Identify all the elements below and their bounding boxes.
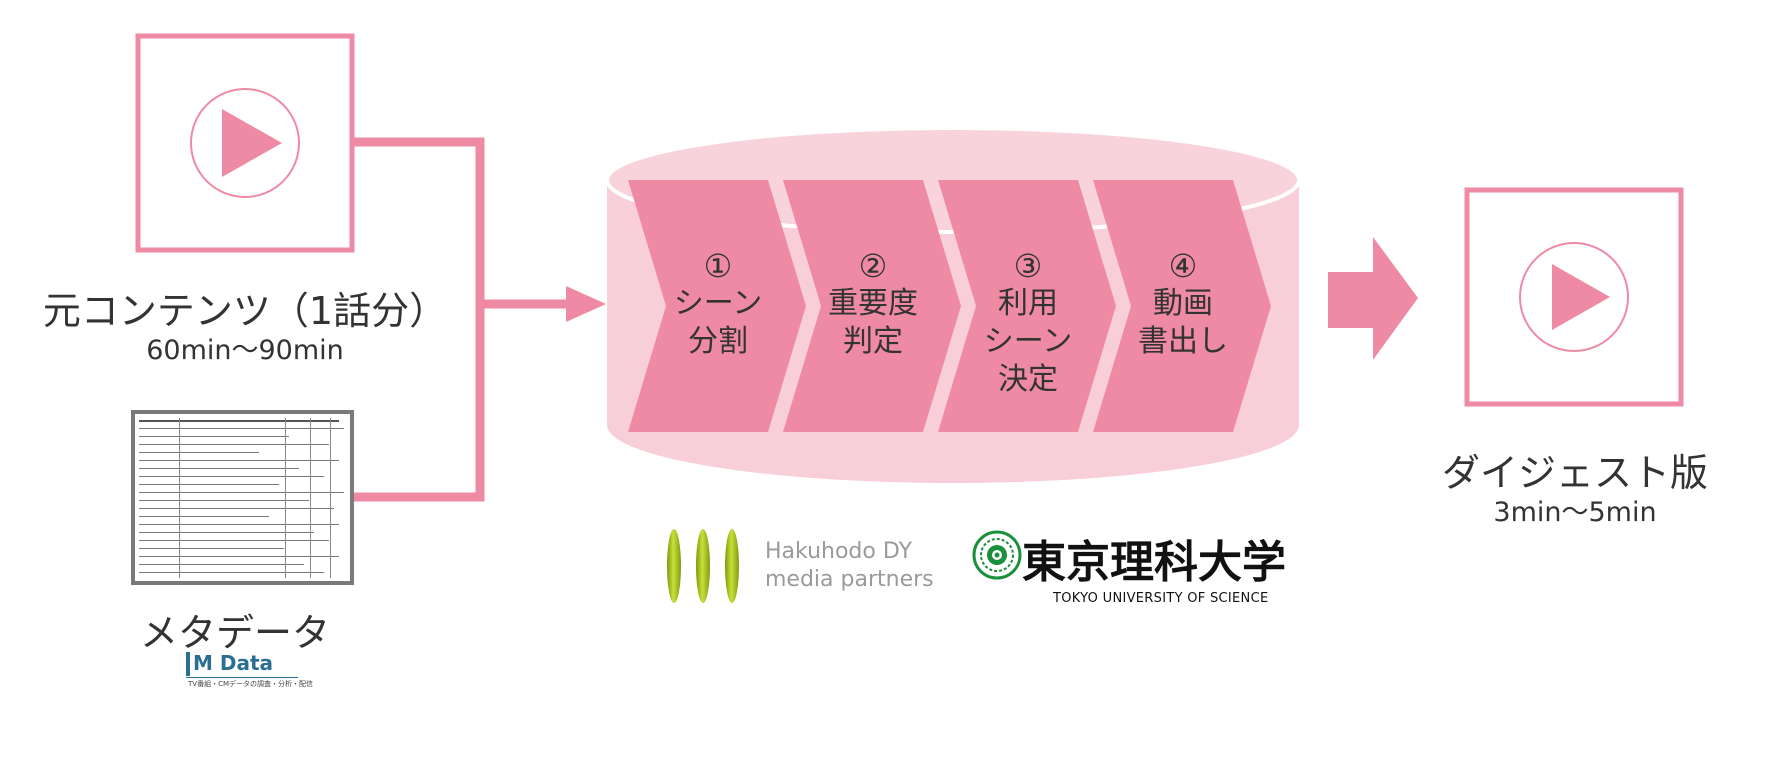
output-title: ダイジェスト版 xyxy=(1441,451,1708,495)
step-1-number: ① xyxy=(703,247,733,285)
step-1-line-1: シーン xyxy=(673,286,763,321)
step-2-line-1: 重要度 xyxy=(828,286,918,321)
step-4-number: ④ xyxy=(1168,247,1198,285)
step-3-line-3: 決定 xyxy=(998,362,1058,397)
step-2-line-2: 判定 xyxy=(843,324,903,359)
imdata-logo: M Data TV番組・CMデータの調査・分析・配信 xyxy=(186,651,313,688)
tus-english-name: TOKYO UNIVERSITY OF SCIENCE xyxy=(1053,591,1269,606)
merge-line xyxy=(352,137,485,502)
step-3-line-2: シーン xyxy=(983,324,1073,359)
step-3-line-1: 利用 xyxy=(998,286,1058,321)
imdata-logo-text: M Data xyxy=(193,651,274,675)
source-duration: 60min〜90min xyxy=(146,335,344,366)
hakuhodo-line-2: media partners xyxy=(765,567,934,592)
output-duration: 3min〜5min xyxy=(1493,497,1657,528)
play-icon xyxy=(190,88,300,198)
tus-seal-icon xyxy=(972,530,1022,580)
hakuhodo-line-1: Hakuhodo DY xyxy=(765,539,913,564)
play-icon xyxy=(1519,242,1629,352)
source-title: 元コンテンツ（1話分） xyxy=(42,289,448,333)
output-arrow xyxy=(1328,237,1418,360)
step-4-line-2: 書出し xyxy=(1138,324,1228,359)
step-2-label: ② 重要度 判定 xyxy=(818,247,928,361)
hakuhodo-logo-text: Hakuhodo DY media partners xyxy=(765,538,934,594)
step-3-chevron xyxy=(938,180,1116,432)
step-1-line-2: 分割 xyxy=(688,324,748,359)
process-chevrons xyxy=(628,180,1271,432)
step-4-line-1: 動画 xyxy=(1153,286,1213,321)
metadata-title: メタデータ xyxy=(139,611,330,655)
step-1-chevron xyxy=(628,180,806,432)
imdata-logo-caption: TV番組・CMデータの調査・分析・配信 xyxy=(188,680,313,688)
step-1-label: ① シーン 分割 xyxy=(663,247,773,361)
hakuhodo-logo-mark xyxy=(667,529,739,603)
step-4-chevron xyxy=(1093,180,1271,432)
metadata-spreadsheet-thumbnail xyxy=(131,410,354,585)
step-4-label: ④ 動画 書出し xyxy=(1128,247,1238,361)
input-arrow-head xyxy=(566,286,606,322)
step-3-number: ③ xyxy=(1013,247,1043,285)
step-3-label: ③ 利用 シーン 決定 xyxy=(973,247,1083,399)
tus-name: 東京理科大学 xyxy=(1022,537,1286,588)
step-2-number: ② xyxy=(858,247,888,285)
step-2-chevron xyxy=(783,180,961,432)
